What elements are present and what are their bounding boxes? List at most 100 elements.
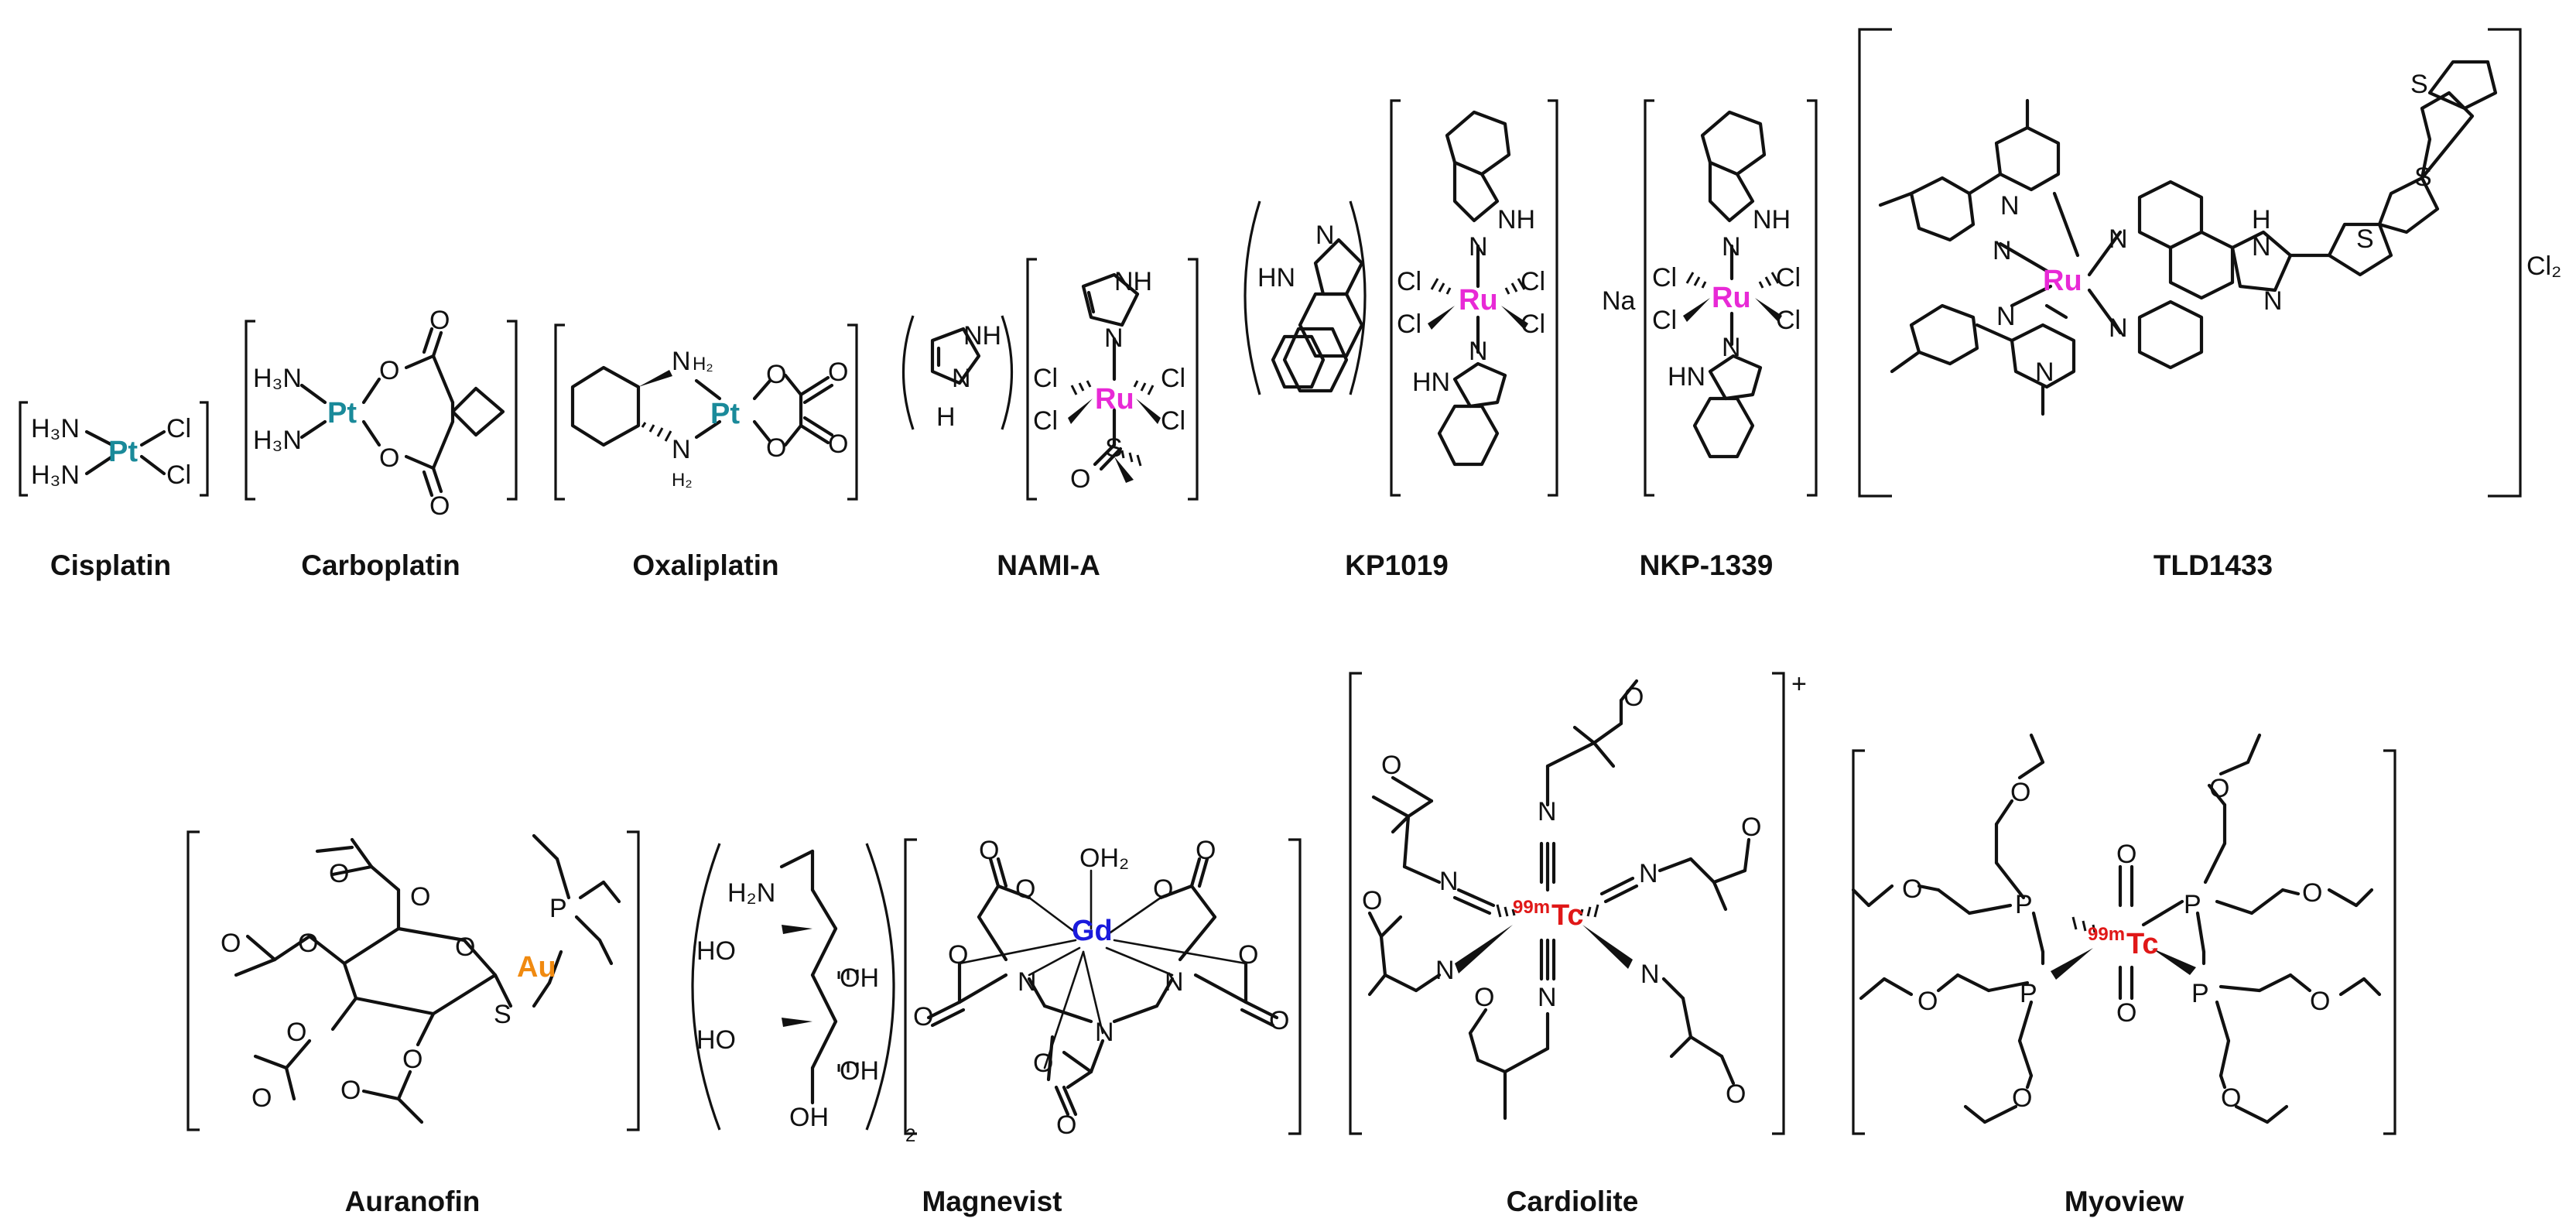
cl-label: Cl (1397, 310, 1421, 339)
h-label: H (936, 402, 956, 432)
oxygen-label: O (828, 358, 848, 387)
cl-label: Cl (1652, 263, 1677, 293)
ruthenium-atom: Ru (2043, 265, 2082, 297)
bracket-left (1349, 672, 1362, 1135)
isotope-label: 99m (2088, 924, 2125, 945)
oxygen-label: O (1362, 886, 1382, 915)
oxygen-label: O (1917, 987, 1938, 1016)
magnevist-structure: H₂N HO OH HO OH OH 2 (691, 836, 1302, 1146)
sulfur-label: S (2356, 224, 2374, 254)
h2-label: H₂ (672, 470, 693, 491)
sulfur-label: S (2414, 163, 2432, 192)
sulfur-label: S (2410, 70, 2428, 99)
h3n-label: H₃N (253, 426, 302, 455)
oxygen-label: O (298, 929, 318, 958)
oh2-label: OH₂ (1079, 843, 1129, 873)
paren-left (901, 315, 915, 430)
cl-label: Cl (1776, 306, 1801, 335)
auranofin-structure: O O O O O O O O O S P Au (186, 830, 640, 1131)
phosphorus-label: P (2184, 890, 2201, 919)
carboplatin-structure: H₃N H₃N O O O O Pt (245, 306, 518, 521)
oxygen-label: O (1726, 1080, 1746, 1109)
cl-label: Cl (1521, 267, 1545, 296)
isotope-label: 99m (1513, 897, 1550, 918)
bracket-right (200, 401, 209, 497)
cisplatin-structure: H₃N H₃N Cl Cl Pt (19, 401, 209, 497)
nh-label: NH (1497, 205, 1535, 234)
nitrogen-label: N (2109, 313, 2128, 343)
caption-cardiolite: Cardiolite (1507, 1186, 1639, 1217)
caption-carboplatin: Carboplatin (301, 549, 460, 581)
hn-label: HN (1412, 368, 1450, 397)
bracket-right (1188, 258, 1199, 501)
oh-label: OH (840, 963, 879, 993)
ruthenium-atom: Ru (1095, 383, 1134, 416)
nitrogen-label: N (1640, 960, 1660, 989)
phosphorus-label: P (2020, 979, 2037, 1008)
nh-label: NH (1753, 205, 1791, 234)
oh-label: OH (840, 1056, 879, 1086)
oxygen-label: O (1015, 874, 1035, 904)
bracket-right (627, 830, 640, 1131)
oxygen-label: O (1033, 1049, 1053, 1078)
nitrogen-label: N (1018, 967, 1037, 997)
cl-label: Cl (1776, 263, 1801, 293)
oxygen-label: O (1056, 1110, 1076, 1140)
nh-label: NH (1114, 267, 1152, 296)
caption-magnevist: Magnevist (922, 1186, 1062, 1217)
oxygen-label: O (410, 882, 430, 912)
oxygen-label: O (251, 1083, 272, 1113)
cl-label: Cl (1397, 267, 1421, 296)
oxygen-label: O (948, 940, 968, 970)
oxygen-label: O (979, 836, 999, 865)
chloride-counterion: Cl₂ (2526, 252, 2561, 281)
nitrogen-label: N (672, 435, 691, 464)
bracket-left (186, 830, 200, 1131)
nitrogen-label: N (2263, 286, 2283, 316)
nitrogen-label: N (1722, 333, 1741, 362)
nitrogen-label: N (2035, 358, 2054, 387)
paren-left (1244, 200, 1261, 395)
paren-right (1001, 315, 1014, 430)
oxygen-label: O (429, 306, 450, 335)
bracket-left (1852, 749, 1865, 1135)
paren-left (691, 843, 721, 1131)
sodium-label: Na (1602, 286, 1636, 316)
nitrogen-label: N (1469, 232, 1488, 262)
caption-nami-a: NAMI-A (997, 549, 1100, 581)
phosphorus-label: P (2015, 890, 2033, 919)
oxygen-label: O (1741, 813, 1761, 842)
ruthenium-atom: Ru (1459, 284, 1498, 317)
bracket-right (2383, 749, 2396, 1135)
oxygen-label: O (1902, 874, 1922, 904)
paren-right (865, 843, 895, 1131)
oxygen-label: O (329, 859, 349, 888)
nitrogen-label: N (1722, 232, 1741, 262)
nitrogen-label: N (2252, 232, 2271, 262)
oxygen-label: O (2302, 878, 2322, 908)
cl-label: Cl (166, 460, 191, 490)
nitrogen-label: N (1104, 323, 1124, 353)
oxygen-label: O (828, 429, 848, 459)
kp1019-structure: HN N NH N Cl Cl Cl Cl N HN Ru (1244, 99, 1558, 497)
bracket-left (1390, 99, 1401, 497)
oxygen-label: O (221, 929, 241, 958)
sulfur-label: S (1105, 433, 1123, 463)
ruthenium-atom: Ru (1712, 282, 1751, 314)
oh-label: OH (789, 1103, 829, 1132)
caption-auranofin: Auranofin (345, 1186, 481, 1217)
paren-right (1349, 200, 1367, 395)
sulfur-label: S (494, 1000, 511, 1029)
oxygen-label: O (1238, 940, 1258, 970)
nitrogen-label: N (1639, 859, 1658, 888)
gadolinium-atom: Gd (1072, 915, 1113, 947)
oxygen-label: O (2116, 840, 2136, 869)
oxygen-label: O (402, 1045, 422, 1074)
oxygen-label: O (2209, 774, 2229, 803)
bracket-right (507, 320, 518, 501)
nitrogen-label: N (1996, 302, 2016, 331)
cl-label: Cl (166, 414, 191, 443)
bracket-right (1548, 99, 1558, 497)
oxygen-label: O (455, 932, 475, 962)
